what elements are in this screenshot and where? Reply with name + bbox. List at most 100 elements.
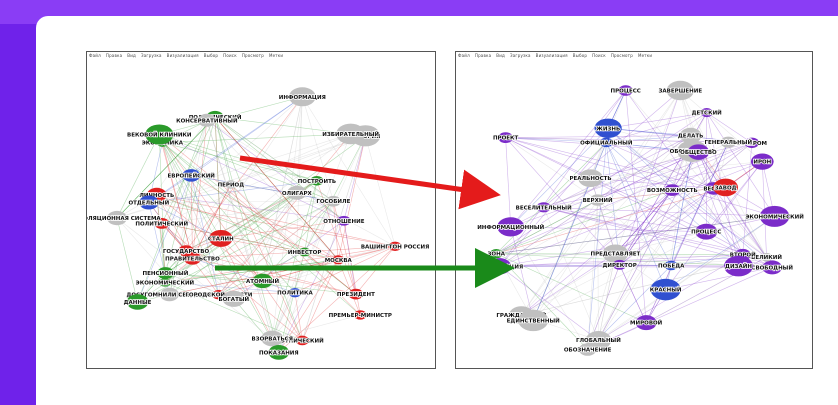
node-label: ПРЕМЬЕР-МИНИСТР (329, 313, 392, 319)
node-label: ДЕЛАТЬ (678, 134, 703, 140)
graph-node: ВЕРХНИЙ (582, 194, 614, 206)
menu-item[interactable]: Выбор (572, 53, 588, 58)
node-bubble (578, 169, 603, 188)
graph-edge (156, 194, 166, 274)
graph-edge (185, 192, 297, 252)
menu-item[interactable]: Загрузка (510, 53, 531, 58)
node-bubble (224, 180, 237, 189)
graph-edge (532, 178, 591, 321)
node-bubble (288, 87, 316, 107)
node-label: ПРОЕКТ (493, 136, 519, 142)
menu-item[interactable]: Вид (496, 53, 506, 58)
graph-edge (162, 142, 193, 259)
menu-item[interactable]: Правка (105, 53, 123, 58)
graph-edge (672, 142, 753, 191)
graph-edge (680, 90, 763, 162)
graph-edge (192, 184, 232, 259)
node-bubble (724, 255, 753, 277)
graph-node: ОТНОШЕНИЕ (322, 215, 366, 226)
graph-edge (706, 112, 775, 217)
graph-edge (533, 231, 707, 321)
menu-item[interactable]: Просмотр (610, 53, 633, 58)
menu-item[interactable]: Поиск (223, 53, 237, 58)
graph-edge (590, 161, 763, 179)
graph-edge (510, 226, 588, 350)
graph-edge (214, 116, 303, 341)
graph-edge (161, 96, 303, 224)
menu-item[interactable]: Визуализация (535, 53, 568, 58)
graph-node: МОСКВА (324, 255, 353, 265)
graph-edge (543, 161, 763, 208)
graph-edge (365, 135, 396, 247)
graph-edge (671, 254, 743, 266)
menu-item[interactable]: Визуализация (166, 53, 199, 58)
graph-edge (338, 245, 396, 261)
graph-edge (510, 226, 707, 232)
node-bubble (664, 260, 678, 271)
graph-edge (214, 116, 232, 185)
node-label: ДАННЫЕ (124, 300, 152, 306)
graph-edge (499, 231, 707, 267)
graph-edge (499, 256, 767, 267)
node-label: ОБОЗНАЧЕНИЕ (564, 348, 612, 354)
graph-edge (598, 253, 616, 341)
graph-edge (665, 216, 775, 290)
graph-node: ПРЕЗИДЕНТ (336, 288, 376, 300)
node-label: ОТДЕЛЬНЫЙ (128, 198, 169, 206)
graph-edge (116, 217, 138, 303)
node-bubble (106, 210, 128, 226)
graph-edge (521, 264, 620, 316)
graph-node: ПОКАЗАНИЯ (258, 345, 299, 360)
node-bubble (599, 137, 613, 148)
graph-edge (156, 194, 305, 253)
graph-node: ЕВРОПЕЙСКИЙ (167, 169, 216, 182)
menu-item[interactable]: Файл (89, 53, 101, 58)
graph-node: ПРОЦЕСС (610, 85, 642, 96)
node-bubble (635, 315, 657, 331)
graph-edge (615, 253, 739, 267)
node-label: ПЕНСИОННЫЙ (143, 269, 189, 277)
graph-edge (505, 137, 707, 232)
graph-edge (156, 194, 235, 299)
graph-edge (190, 120, 208, 176)
graph-edge (137, 175, 192, 303)
graph-edge (615, 189, 673, 254)
menu-item[interactable]: Метки (268, 53, 284, 58)
menu-item[interactable]: Правка (474, 53, 492, 58)
graph-node: ПЕНСИОННЫЙ (142, 267, 190, 279)
graph-edge (590, 178, 616, 254)
menu-item[interactable]: Выбор (203, 53, 219, 58)
graph-edge (615, 189, 673, 254)
graph-edge (606, 135, 691, 143)
graph-edge (606, 142, 620, 265)
menu-item[interactable]: Просмотр (241, 53, 264, 58)
menu-item[interactable]: Метки (637, 53, 653, 58)
node-bubble (337, 215, 351, 226)
node-bubble (252, 273, 273, 289)
graph-node: ГОРОДСКОЙ ВЛАСТИ (185, 289, 254, 300)
graph-edge (230, 133, 351, 185)
node-label: ВОЗМОЖНОСТЬ (647, 188, 698, 194)
node-label: ПРОЦЕСС (691, 230, 721, 236)
menu-item[interactable]: Поиск (592, 53, 606, 58)
menu-item[interactable]: Загрузка (141, 53, 162, 58)
menu-item[interactable]: Вид (127, 53, 137, 58)
graph-edge (230, 184, 361, 316)
graph-node: ОБОЗНАЧЕНИЕ (563, 343, 612, 356)
graph-edge (499, 266, 599, 341)
graph-edge (597, 187, 726, 201)
graph-edge (521, 112, 707, 316)
node-bubble (295, 335, 310, 346)
node-bubble (687, 144, 710, 160)
menu-item[interactable]: Файл (458, 53, 470, 58)
graph-edge (587, 267, 773, 350)
graph-edge (156, 133, 351, 196)
graph-edge (543, 206, 743, 255)
node-label: ИНФЛЯЦИОННАЯ СИСТЕМА (87, 216, 161, 222)
graph-edge (137, 200, 334, 303)
graph-edge (165, 175, 192, 274)
right-graph-panel: Файл Правка Вид Загрузка Визуализация Выбор По… (455, 51, 813, 369)
graph-edge (598, 216, 775, 341)
graph-edge (598, 151, 699, 341)
node-label: ПОСТРОИТЬ (298, 179, 336, 185)
